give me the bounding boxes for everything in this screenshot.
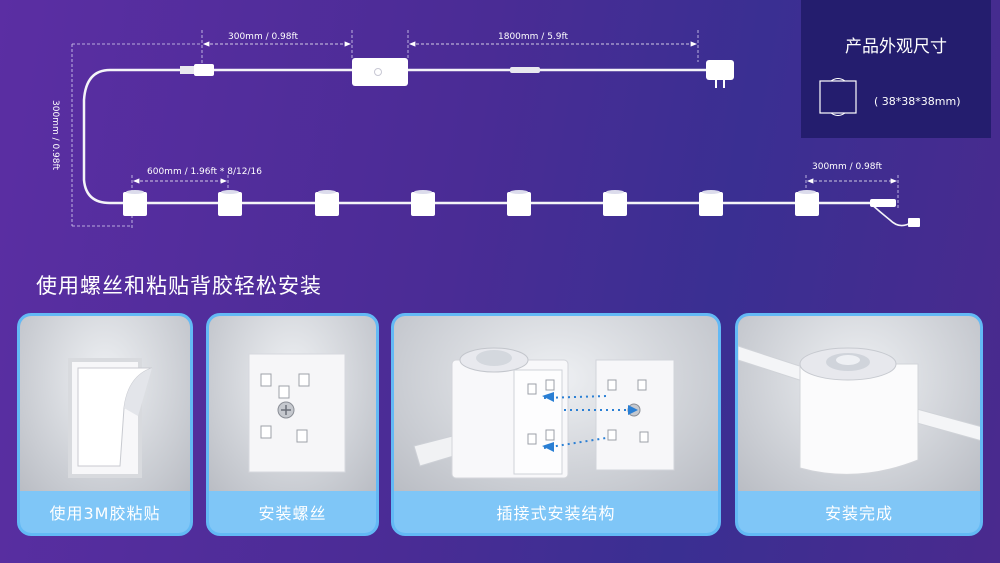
light-node-icon [795,190,819,216]
light-node-icon [315,190,339,216]
dim-top-right-label: 1800mm / 5.9ft [498,32,569,42]
end-connector-icon [870,199,920,227]
spec-title: 产品外观尺寸 [845,37,947,57]
spec-panel: 产品外观尺寸 [801,0,991,138]
card-caption: 安装完成 [738,491,980,533]
light-node-icon [507,190,531,216]
card-caption: 使用3M胶粘贴 [20,491,190,533]
card-adhesive: 使用3M胶粘贴 [17,313,193,536]
dim-end-label: 300mm / 0.98ft [812,162,883,172]
connector-icon [180,64,214,76]
dim-spacing-label: 600mm / 1.96ft * 8/12/16 [147,167,262,177]
light-node-row [123,190,819,216]
adhesive-photo [20,316,190,494]
card-screws: 安装螺丝 [206,313,379,536]
light-node-icon [699,190,723,216]
card-caption: 插接式安装结构 [394,491,718,533]
product-layout-diagram: 300mm / 0.98ft 1800mm / 5.9ft 300mm / 0.… [50,30,920,230]
card-caption: 安装螺丝 [209,491,376,533]
install-headline: 使用螺丝和粘贴背胶轻松安装 [36,274,322,298]
card-plug-in: 插接式安装结构 [391,313,721,536]
power-adapter-icon [706,60,734,88]
screws-photo [209,316,376,494]
dim-vertical-label: 300mm / 0.98ft [50,100,60,171]
spec-size-text: ( 38*38*38mm) [874,95,961,108]
light-node-icon [603,190,627,216]
light-node-icon [411,190,435,216]
cube-outline-icon [819,78,857,116]
complete-photo [738,316,980,494]
light-node-icon [123,190,147,216]
controller-box-icon [352,58,408,86]
light-node-icon [218,190,242,216]
inline-joint-icon [510,67,540,73]
card-complete: 安装完成 [735,313,983,536]
dim-top-left-label: 300mm / 0.98ft [228,32,299,42]
plug-in-photo [394,316,718,494]
